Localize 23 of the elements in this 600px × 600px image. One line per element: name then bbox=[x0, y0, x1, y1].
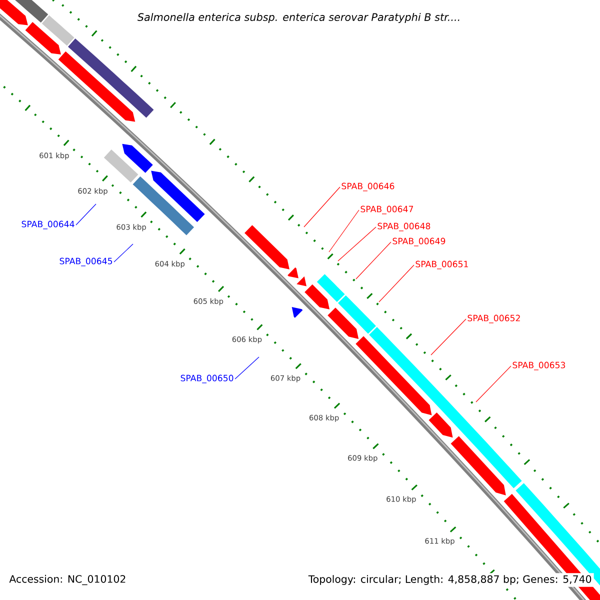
title: Salmonella enterica subsp. enterica serovar Paratyphi B str.... bbox=[137, 12, 460, 24]
leader-line bbox=[328, 210, 360, 252]
leader-line bbox=[476, 366, 512, 402]
gene-label: SPAB_00651 bbox=[416, 260, 468, 270]
accession-text: Accession: NC_010102 bbox=[9, 574, 126, 586]
leader-line bbox=[304, 186, 340, 228]
leader-line bbox=[338, 226, 376, 262]
gene-label: SPAB_00649 bbox=[392, 238, 446, 246]
gene-label: SPAB_00647 bbox=[360, 206, 413, 214]
gene-label: SPAB_00644 bbox=[22, 220, 74, 230]
leader-line bbox=[234, 356, 260, 380]
gene-label: SPAB_00645 bbox=[60, 258, 112, 266]
gene-label: SPAB_00648 bbox=[378, 222, 430, 232]
gene-label: SPAB_00653 bbox=[512, 362, 566, 370]
leader-line bbox=[430, 318, 466, 356]
gene-label: SPAB_00646 bbox=[342, 182, 394, 192]
gene-label: SPAB_00650 bbox=[180, 374, 234, 384]
leader-line bbox=[378, 264, 414, 302]
gene-label: SPAB_00652 bbox=[468, 314, 520, 324]
leader-line bbox=[114, 244, 134, 262]
leader-line bbox=[76, 204, 96, 226]
leader-line bbox=[356, 242, 392, 280]
genome-info-text: Topology: circular; Length: 4,858,887 bp; Genes: 5,740 bbox=[306, 573, 594, 587]
